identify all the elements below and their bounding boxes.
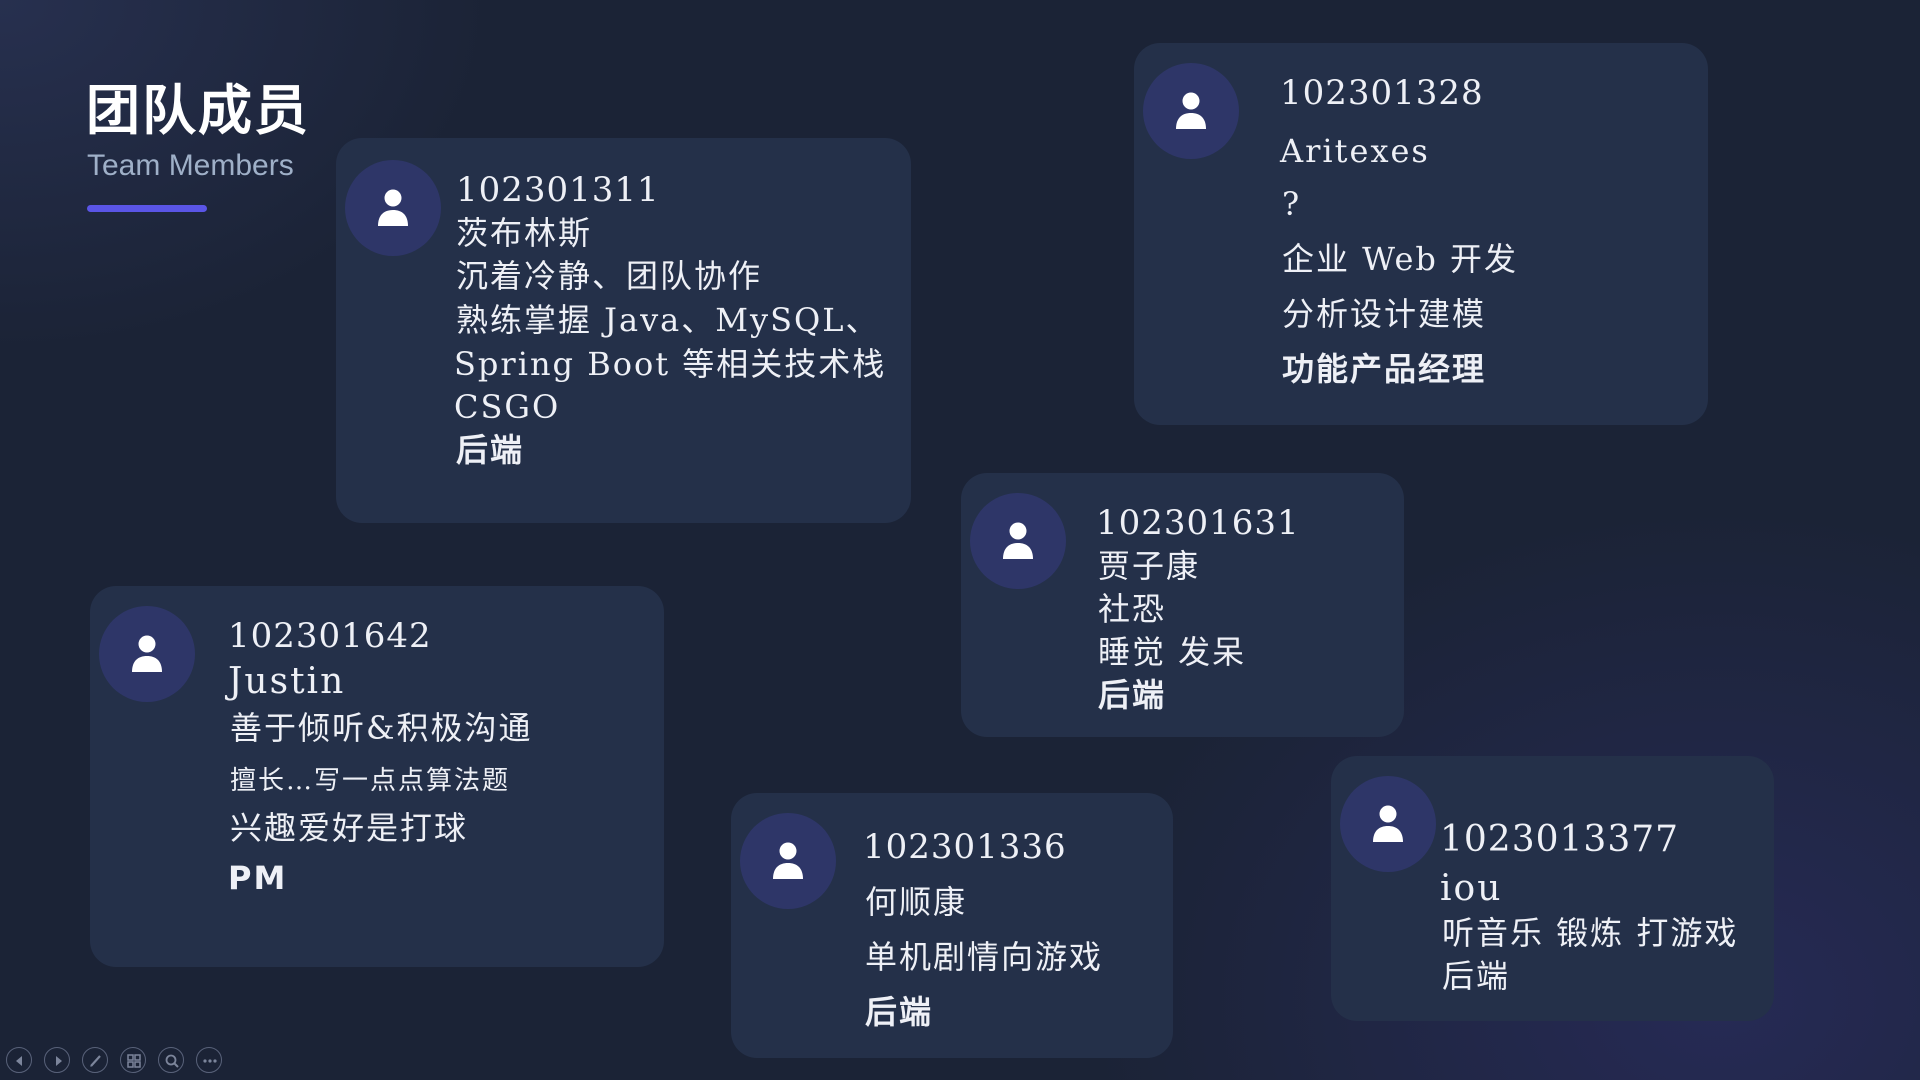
member-hobby: 单机剧情向游戏 xyxy=(865,938,1104,976)
avatar xyxy=(345,160,441,256)
member-skill: 擅长…写一点点算法题 xyxy=(230,766,511,796)
member-hobby: CSGO xyxy=(454,388,561,426)
user-icon xyxy=(1176,92,1206,129)
member-trait: 善于倾听&积极沟通 xyxy=(230,709,533,747)
avatar xyxy=(970,493,1066,589)
member-name: 贾子康 xyxy=(1098,547,1201,585)
member-hobby: 兴趣爱好是打球 xyxy=(230,809,469,847)
member-card-1023013377: 1023013377 iou 听音乐 锻炼 打游戏 后端 xyxy=(1331,756,1774,1021)
member-role: 后端 xyxy=(865,993,934,1031)
avatar xyxy=(1340,776,1436,872)
member-name: 茨布林斯 xyxy=(456,214,593,252)
member-card-102301642: 102301642 Justin 善于倾听&积极沟通 擅长…写一点点算法题 兴趣… xyxy=(90,586,664,967)
member-trait: 沉着冷静、团队协作 xyxy=(456,257,763,295)
member-role: PM xyxy=(228,859,288,897)
more-icon[interactable] xyxy=(196,1047,222,1073)
zoom-icon[interactable] xyxy=(158,1047,184,1073)
member-id: 102301311 xyxy=(456,170,660,210)
user-icon xyxy=(1373,805,1403,842)
slide-title: 团队成员 xyxy=(86,79,310,142)
user-icon xyxy=(132,635,162,672)
user-icon xyxy=(773,842,803,879)
member-role: 功能产品经理 xyxy=(1282,350,1487,388)
member-id: 102301642 xyxy=(228,616,432,656)
member-trait: 社恐 xyxy=(1098,590,1167,628)
pen-icon[interactable] xyxy=(82,1047,108,1073)
prev-slide-icon[interactable] xyxy=(6,1047,32,1073)
member-id: 102301631 xyxy=(1096,503,1300,543)
member-skill: 企业 Web 开发 xyxy=(1282,240,1519,278)
user-icon xyxy=(378,189,408,226)
member-hobby: 听音乐 锻炼 打游戏 xyxy=(1442,914,1739,952)
user-icon xyxy=(1003,522,1033,559)
avatar xyxy=(99,606,195,702)
member-role: 后端 xyxy=(456,431,525,469)
member-hobby: 睡觉 发呆 xyxy=(1098,633,1247,671)
member-role: 后端 xyxy=(1098,676,1167,714)
member-name: 何顺康 xyxy=(865,883,968,921)
slide-subtitle: Team Members xyxy=(87,149,294,182)
title-underline xyxy=(87,205,207,212)
member-name: Justin xyxy=(228,661,346,702)
member-id: 102301336 xyxy=(863,827,1067,867)
member-role: 后端 xyxy=(1442,957,1511,995)
member-card-102301631: 102301631 贾子康 社恐 睡觉 发呆 后端 xyxy=(961,473,1404,737)
member-card-102301336: 102301336 何顺康 单机剧情向游戏 后端 xyxy=(731,793,1173,1058)
member-trait: ? xyxy=(1282,185,1302,223)
member-skill-cont: Spring Boot 等相关技术栈 xyxy=(454,345,887,383)
member-card-102301328: 102301328 Aritexes ? 企业 Web 开发 分析设计建模 功能… xyxy=(1134,43,1708,425)
next-slide-icon[interactable] xyxy=(44,1047,70,1073)
member-name: iou xyxy=(1440,868,1503,909)
member-card-102301311: 102301311 茨布林斯 沉着冷静、团队协作 熟练掌握 Java、MySQL… xyxy=(336,138,911,523)
member-name: Aritexes xyxy=(1280,132,1430,170)
avatar xyxy=(740,813,836,909)
member-skill-cont: 分析设计建模 xyxy=(1282,295,1487,333)
avatar xyxy=(1143,63,1239,159)
member-skill: 熟练掌握 Java、MySQL、 xyxy=(456,301,880,339)
member-id: 1023013377 xyxy=(1440,819,1680,860)
member-id: 102301328 xyxy=(1280,73,1484,113)
slides-grid-icon[interactable] xyxy=(120,1047,146,1073)
